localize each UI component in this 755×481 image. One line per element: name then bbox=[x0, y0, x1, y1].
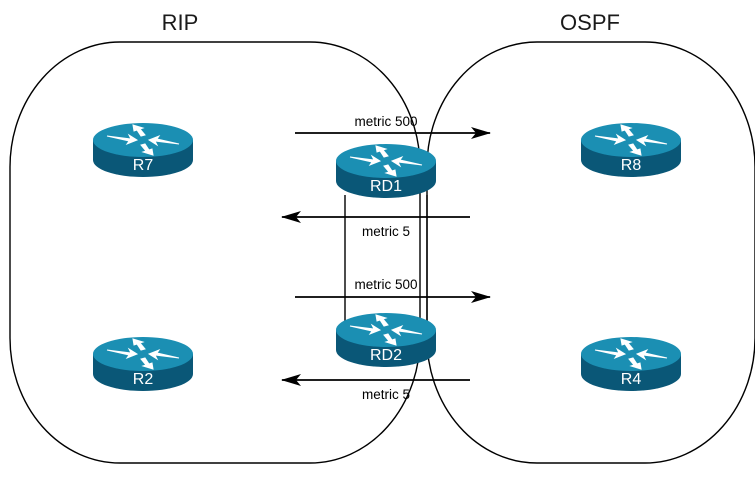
router-label-r7: R7 bbox=[133, 157, 154, 174]
router-label-r8: R8 bbox=[621, 157, 642, 174]
router-rd1: RD1 bbox=[335, 143, 437, 199]
router-rd2: RD2 bbox=[335, 312, 437, 368]
router-r8: R8 bbox=[580, 122, 682, 178]
router-r2: R2 bbox=[92, 336, 194, 392]
router-label-r2: R2 bbox=[133, 371, 154, 388]
metric-label-rd1-rip: metric 5 bbox=[362, 224, 410, 239]
router-label-rd1: RD1 bbox=[370, 178, 402, 195]
metric-label-rd2-ospf: metric 500 bbox=[354, 277, 417, 292]
ospf-domain-boundary bbox=[426, 41, 755, 464]
router-r4: R4 bbox=[580, 336, 682, 392]
router-label-r4: R4 bbox=[621, 371, 642, 388]
metric-label-rd2-rip: metric 5 bbox=[362, 387, 410, 402]
ospf-domain-label: OSPF bbox=[560, 10, 620, 35]
metric-label-rd1-ospf: metric 500 bbox=[354, 114, 417, 129]
router-label-rd2: RD2 bbox=[370, 347, 402, 364]
router-r7: R7 bbox=[92, 122, 194, 178]
rip-domain-boundary bbox=[9, 41, 421, 464]
rip-domain-label: RIP bbox=[162, 10, 199, 35]
